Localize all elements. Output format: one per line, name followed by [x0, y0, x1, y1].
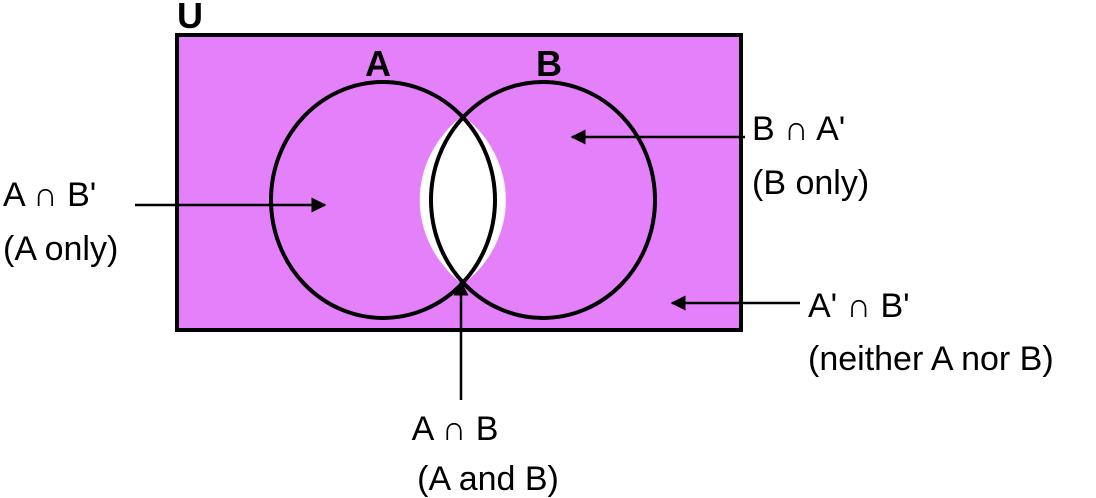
a-only-expression: A ∩ B' [3, 176, 96, 214]
set-a-label: A [365, 43, 391, 84]
a-only-description: (A only) [3, 230, 118, 268]
universe-label: U [177, 0, 203, 36]
neither-description: (neither A nor B) [808, 340, 1054, 378]
set-b-label: B [536, 43, 562, 84]
intersection-region [419, 115, 506, 285]
neither-expression: A' ∩ B' [808, 287, 910, 325]
set-b-circle [429, 80, 657, 320]
b-only-expression: B ∩ A' [752, 110, 845, 148]
b-only-description: (B only) [752, 164, 869, 202]
both-expression: A ∩ B [412, 410, 499, 448]
set-a-circle [269, 80, 497, 320]
both-description: (A and B) [417, 460, 559, 498]
